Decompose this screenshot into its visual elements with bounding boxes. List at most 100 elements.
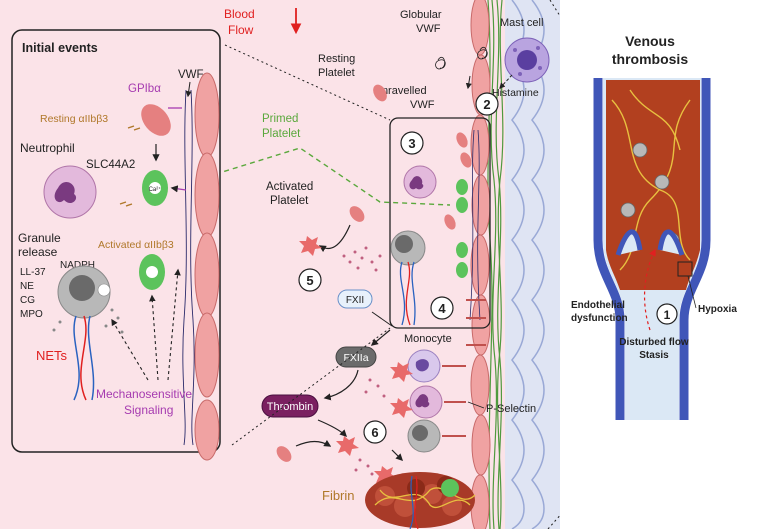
released-particles xyxy=(342,246,382,272)
granule-item-2: NE xyxy=(20,281,34,292)
mast-cell-label: Mast cell xyxy=(500,17,543,29)
globular-vwf-icon xyxy=(435,46,488,70)
resting-aiib-label: Resting αIIbβ3 xyxy=(40,113,108,125)
right-title-2: thrombosis xyxy=(612,51,688,67)
fibrin-label: Fibrin xyxy=(322,488,355,503)
inset-activated-platelet xyxy=(139,254,165,290)
svg-text:Ca²⁺: Ca²⁺ xyxy=(149,186,162,193)
inset-primed-platelet: Ca²⁺ xyxy=(119,170,168,207)
step-2-marker: 2 xyxy=(475,92,499,116)
activated-platelet-label-1: Activated xyxy=(266,181,313,193)
inset-vwf-strands xyxy=(182,89,195,446)
inset-neutrophil xyxy=(43,165,97,219)
box-red-platelets xyxy=(444,132,472,230)
box-nets-strands xyxy=(399,261,416,326)
primed-connector-line xyxy=(163,147,451,206)
step-1-marker: 1 xyxy=(656,303,678,325)
inset-net-neutrophil xyxy=(57,265,111,319)
fxii-receptors xyxy=(466,299,486,346)
inset-particles xyxy=(52,308,124,334)
histamine-label: Histamine xyxy=(492,87,539,99)
inset-nets-strands xyxy=(73,315,95,401)
blood-flow-label-2: Flow xyxy=(228,23,254,37)
blood-flow-label-1: Blood xyxy=(224,7,255,21)
neutrophil-cell-lower xyxy=(409,385,443,419)
activated-platelet-icon xyxy=(299,236,322,256)
mechano-arrows xyxy=(111,268,181,381)
neutrophil-label: Neutrophil xyxy=(20,141,75,155)
disturbed-label-1: Disturbed flow xyxy=(619,337,689,348)
resting-platelet-icon xyxy=(373,84,387,102)
mechano-label-1: Mechanosensitive xyxy=(96,387,192,401)
mast-cell xyxy=(504,37,550,83)
fxii-pill: FXII xyxy=(337,289,373,309)
gpib-label: GPIbα xyxy=(128,83,161,95)
activated-aiib-label: Activated αIIbβ3 xyxy=(98,239,174,251)
adhesion-box xyxy=(389,117,491,329)
step-5-marker: 5 xyxy=(298,268,322,292)
resting-platelet-label-1: Resting xyxy=(318,53,355,65)
granule-item-4: MPO xyxy=(20,309,43,320)
primed-platelet-label-2: Platelet xyxy=(262,128,301,140)
svg-text:1: 1 xyxy=(664,308,671,322)
step-markers: 2 3 4 5 6 xyxy=(298,92,499,444)
released-particles-lower xyxy=(354,378,386,476)
vein-illustration xyxy=(593,78,711,420)
endothelial-label-2: dysfunction xyxy=(571,313,628,324)
mechano-label-2: Signaling xyxy=(124,403,173,417)
step-3-marker: 3 xyxy=(400,131,424,155)
inset-resting-platelet xyxy=(127,104,182,136)
hypoxia-label: Hypoxia xyxy=(698,304,737,315)
nets-label: NETs xyxy=(36,348,68,363)
smooth-muscle-layer xyxy=(505,0,560,529)
granule-label-2: release xyxy=(18,245,58,259)
fibrin-clot xyxy=(365,472,476,529)
box-net-neutrophil xyxy=(390,230,426,266)
svg-text:Thrombin: Thrombin xyxy=(267,401,313,413)
platelet-icon-lower xyxy=(276,446,292,462)
svg-text:FXII: FXII xyxy=(346,295,364,306)
platelet-icon-mid xyxy=(349,206,365,222)
blood-flow-indicator: Blood Flow xyxy=(224,7,302,37)
svg-text:4: 4 xyxy=(438,301,446,316)
nadph-label: NADPH xyxy=(60,260,95,271)
globular-vwf-label-1: Globular xyxy=(400,9,442,21)
inset-title: Initial events xyxy=(22,41,98,55)
unravelled-vwf-label-1: Unravelled xyxy=(374,85,427,97)
fxiia-pill: FXIIa xyxy=(335,346,377,368)
p-selectin-label: P-Selectin xyxy=(486,403,536,415)
svg-text:3: 3 xyxy=(408,136,415,151)
granule-item-1: LL-37 xyxy=(20,267,46,278)
step-4-marker: 4 xyxy=(430,296,454,320)
box-neutrophil xyxy=(403,165,437,199)
disturbed-label-2: Stasis xyxy=(639,350,669,361)
net-neutrophil-lower xyxy=(407,419,441,453)
box-green-platelets xyxy=(456,179,468,278)
svg-text:6: 6 xyxy=(371,425,378,440)
primed-platelet-label-1: Primed xyxy=(262,113,298,125)
svg-text:2: 2 xyxy=(483,97,490,112)
globular-vwf-label-2: VWF xyxy=(416,23,441,35)
granule-label-1: Granule xyxy=(18,231,61,245)
activated-platelet-label-2: Platelet xyxy=(270,195,309,207)
inset-endothelium xyxy=(194,72,220,461)
p-selectin-receptors xyxy=(442,365,466,437)
right-title-1: Venous xyxy=(625,33,675,49)
resting-platelet-label-2: Platelet xyxy=(318,67,355,79)
svg-text:FXIIa: FXIIa xyxy=(343,352,368,364)
svg-text:5: 5 xyxy=(306,273,313,288)
endothelial-label-1: Endothelial xyxy=(571,300,625,311)
granule-item-3: CG xyxy=(20,295,35,306)
box-vwf-strands xyxy=(469,129,481,321)
monocyte-label: Monocyte xyxy=(404,333,452,345)
slc44a2-label: SLC44A2 xyxy=(86,159,135,171)
step-6-marker: 6 xyxy=(363,420,387,444)
vwf-inset-label: VWF xyxy=(178,69,204,81)
thrombin-pill: Thrombin xyxy=(261,394,319,418)
endothelial-cell-layer xyxy=(470,0,491,529)
initial-events-inset xyxy=(11,29,221,453)
monocyte-cell xyxy=(407,349,441,383)
unravelled-vwf-label-2: VWF xyxy=(410,99,435,111)
